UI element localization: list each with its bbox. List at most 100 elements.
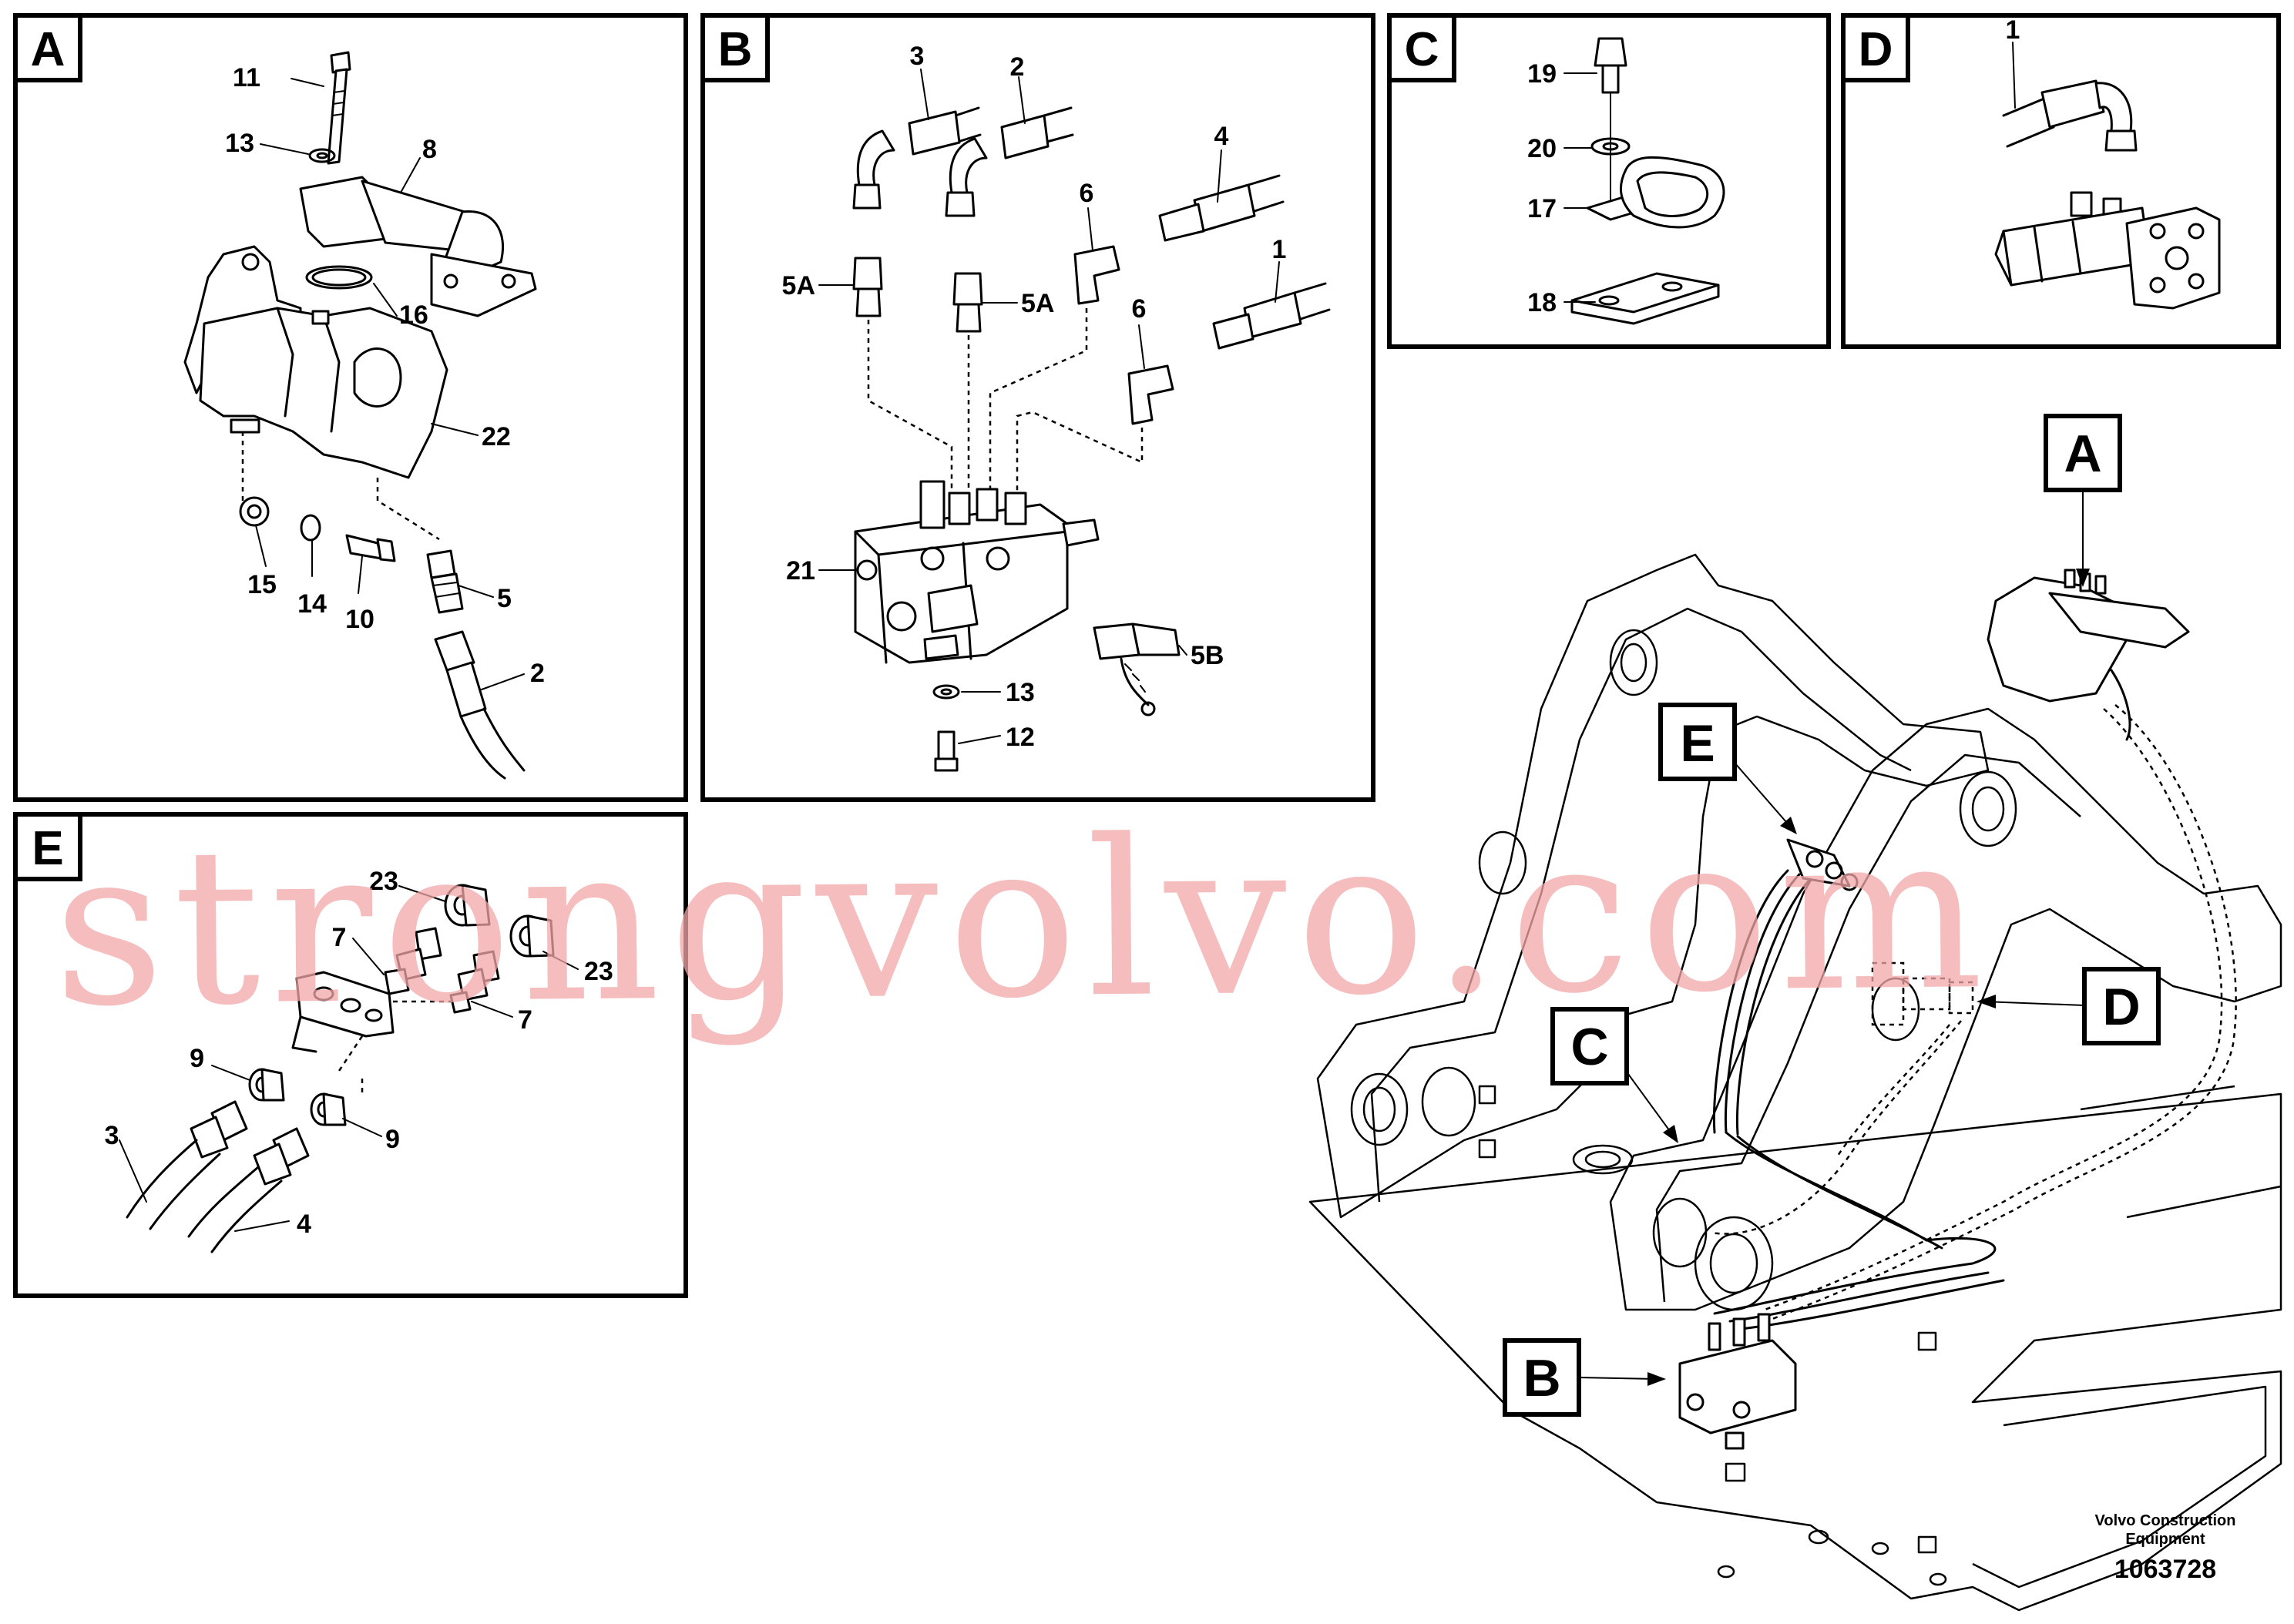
callout-e-7-right: 7	[518, 1005, 532, 1035]
clamp-17	[1586, 156, 1725, 229]
overview-deck-blocks	[1478, 1085, 1947, 1586]
footer: Volvo Construction Equipment 1063728	[2095, 1512, 2236, 1584]
overview-deck-edge	[2080, 1085, 2235, 1111]
overview-callout-d[interactable]: D	[1977, 967, 2161, 1045]
connector-7-right	[449, 950, 500, 1014]
callout-c-20: 20	[1527, 134, 1557, 163]
leader-e	[1734, 762, 1792, 829]
bolt-11	[327, 51, 351, 165]
overview-base-plate	[1308, 1092, 2282, 1612]
panel-d: D 1	[1841, 13, 2281, 349]
oring-16	[305, 265, 373, 290]
callout-b-3: 3	[910, 42, 925, 71]
bolt-10	[345, 534, 396, 562]
panel-e-label: E	[32, 822, 63, 875]
overview-callout-a[interactable]: A	[2044, 414, 2122, 587]
leader-c	[1625, 1070, 1674, 1137]
leader-a-arrow	[2076, 569, 2090, 587]
watermark-text: strongvolvo.com	[52, 787, 1993, 1055]
hose-3-e	[126, 1100, 248, 1230]
leader-d	[1983, 1001, 2085, 1006]
overview-callout-b[interactable]: B	[1503, 1338, 1666, 1417]
leader-c-arrow	[1663, 1125, 1678, 1143]
footer-company-line1: Volvo Construction	[2095, 1512, 2236, 1529]
callout-b-2: 2	[1010, 52, 1025, 82]
overview-label-c: C	[1570, 1018, 1608, 1076]
panel-e-leaders	[119, 885, 579, 1232]
panel-a-label: A	[31, 23, 65, 76]
nut-23-top	[444, 884, 491, 927]
callout-e-23-right: 23	[584, 957, 613, 986]
fitting-5	[426, 549, 464, 614]
callout-a-2: 2	[530, 659, 545, 688]
dash-a2	[376, 478, 440, 541]
overview-drawing	[1308, 553, 2282, 1612]
overview-right-plate-inner	[1655, 753, 2081, 1303]
overview-callout-e[interactable]: E	[1658, 703, 1797, 834]
panel-e-badge	[13, 812, 82, 881]
elbow-6-lower	[1127, 364, 1174, 425]
washer-15	[239, 496, 270, 527]
callout-b-12: 12	[1006, 723, 1035, 752]
adapter-5a-right	[952, 272, 983, 333]
overview-label-d: D	[2102, 978, 2140, 1036]
callout-b-5b: 5B	[1191, 641, 1224, 670]
leader-d-arrow	[1977, 995, 1996, 1008]
panel-c-leaders	[1563, 72, 1597, 303]
panel-c-badge	[1387, 13, 1456, 82]
callout-a-22: 22	[482, 422, 511, 451]
callout-e-3: 3	[105, 1121, 119, 1150]
hose-3-b	[852, 106, 982, 210]
panel-a-badge	[13, 13, 82, 82]
dash-e2	[338, 1035, 364, 1072]
overview-hoses	[1710, 704, 2237, 1330]
adapter-5a-left	[852, 257, 883, 317]
callout-b-13: 13	[1006, 678, 1035, 707]
plate-18	[1570, 272, 1720, 325]
panel-b: B	[700, 13, 1375, 802]
callout-b-6-lower: 6	[1132, 294, 1147, 324]
washer-14	[300, 514, 321, 542]
hose-1-b	[1212, 282, 1331, 350]
overview-pump	[1987, 569, 2190, 741]
callout-b-21: 21	[786, 556, 815, 586]
callout-a-15: 15	[247, 570, 277, 599]
callout-a-16: 16	[399, 300, 428, 330]
overview-label-a: A	[2064, 424, 2101, 483]
quick-coupler-5b	[1093, 622, 1181, 716]
panel-d-label: D	[1859, 23, 1893, 76]
callout-b-1: 1	[1272, 235, 1287, 264]
callout-a-8: 8	[422, 135, 437, 164]
bolt-12	[934, 730, 959, 772]
nut-23-right	[509, 914, 555, 958]
overview-bosses	[1350, 629, 2017, 1311]
callout-e-7-left: 7	[332, 923, 347, 952]
panel-c-label: C	[1405, 23, 1439, 76]
overview-deck-edge-2	[2126, 1185, 2282, 1219]
callout-e-9-right: 9	[385, 1125, 400, 1154]
panel-d-badge	[1841, 13, 1910, 82]
callout-a-10: 10	[345, 605, 374, 634]
footer-drawing-number: 1063728	[2114, 1555, 2216, 1584]
callout-b-6: 6	[1080, 179, 1094, 208]
overview-base-inner	[1972, 1385, 2267, 1589]
leader-d-1	[2012, 42, 2016, 109]
footer-company-line2: Equipment	[2125, 1531, 2205, 1548]
elbow-6-upper	[1073, 245, 1120, 305]
overview-label-e: E	[1680, 714, 1715, 773]
callout-e-4: 4	[297, 1210, 311, 1239]
callout-c-18: 18	[1527, 288, 1557, 317]
callout-a-14: 14	[297, 589, 327, 619]
overview-right-plate	[1609, 707, 2282, 1311]
overview-callout-c[interactable]: C	[1550, 1007, 1678, 1143]
panel-b-leaders	[818, 69, 1280, 744]
overview-left-plate-inner	[1370, 607, 1912, 1203]
pump-22	[183, 245, 448, 479]
leader-b	[1578, 1377, 1658, 1380]
connector-7-left	[384, 927, 442, 995]
callout-c-17: 17	[1527, 194, 1557, 223]
callout-a-5: 5	[497, 584, 512, 613]
elbow-pipe-8	[299, 176, 537, 317]
nut-9-left	[248, 1068, 285, 1102]
